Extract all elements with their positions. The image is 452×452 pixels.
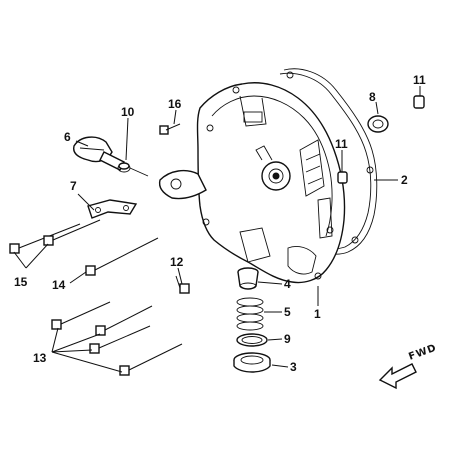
drain-o-ring: [236, 333, 268, 347]
callout-16: 16: [168, 97, 182, 111]
callout-4: 4: [284, 277, 291, 291]
gasket: [279, 68, 378, 255]
callout-9: 9: [284, 332, 291, 346]
callout-14: 14: [52, 278, 66, 292]
drain-plug: [233, 352, 271, 373]
oil-seal: [367, 115, 389, 133]
direction-label: FWD: [407, 343, 438, 363]
bolts-13: [51, 301, 183, 376]
callout-11-lower: 11: [335, 137, 348, 151]
callout-13: 13: [33, 351, 47, 365]
crankcase-cover: [158, 82, 346, 284]
callout-15: 15: [14, 275, 28, 289]
spring: [236, 297, 264, 331]
long-bolts-15: [9, 219, 101, 254]
callout-1: 1: [314, 307, 321, 321]
filter-cap: [237, 267, 259, 290]
o-ring: [118, 162, 149, 177]
callout-10: 10: [121, 105, 135, 119]
dipstick-cap: [73, 136, 131, 173]
bolt-14: [85, 237, 159, 276]
callout-12: 12: [170, 255, 184, 269]
cable-bracket: [87, 199, 138, 219]
callout-11-upper: 11: [413, 73, 426, 87]
callout-2: 2: [401, 173, 408, 187]
callout-3: 3: [290, 360, 297, 374]
callout-labels: 1 2 3 4 5 6 7 8 9 10 11 11 12 13 14 15 1…: [14, 73, 426, 374]
forward-direction-arrow: FWD: [378, 343, 438, 390]
callout-8: 8: [369, 90, 376, 104]
bolt-12: [175, 275, 190, 294]
leader-lines: [13, 86, 421, 373]
callout-7: 7: [70, 179, 77, 193]
callout-5: 5: [284, 305, 291, 319]
callout-6: 6: [64, 130, 71, 144]
dowel-pin-upper: [413, 95, 425, 109]
dowel-pin-lower: [337, 171, 348, 184]
bolt-16: [159, 123, 181, 135]
